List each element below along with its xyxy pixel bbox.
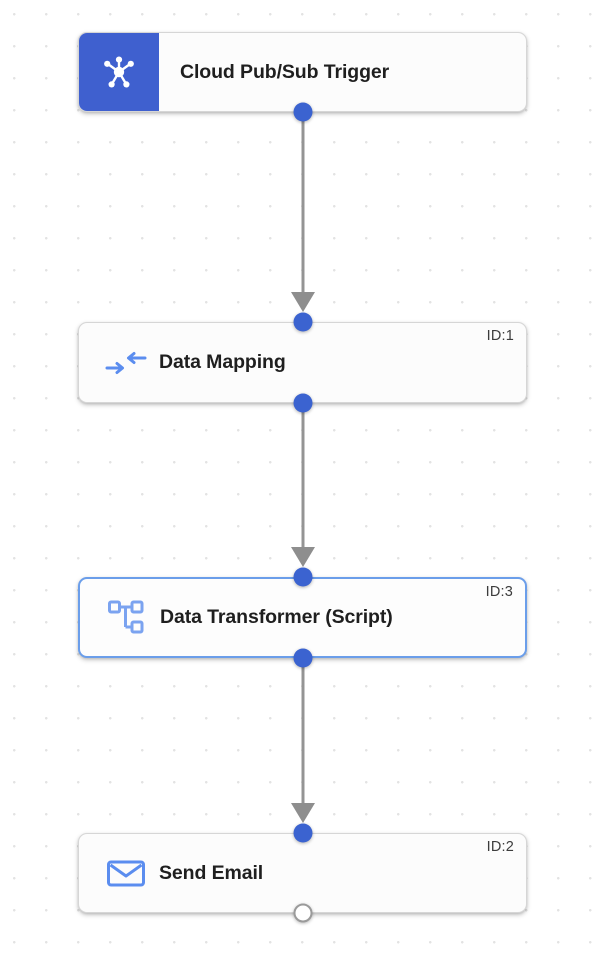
- merge-arrows-icon: [99, 348, 153, 378]
- input-port-data-mapping[interactable]: [293, 312, 313, 332]
- node-data-mapping[interactable]: ID:1 Data Mapping: [78, 322, 527, 403]
- envelope-icon: [99, 857, 153, 889]
- pubsub-hub-icon: [79, 33, 159, 111]
- node-title: Data Transformer (Script): [160, 606, 393, 628]
- input-port-data-transformer-script[interactable]: [293, 567, 313, 587]
- node-id-label: ID:3: [485, 584, 513, 600]
- node-id-label: ID:2: [486, 839, 514, 855]
- output-port-data-transformer-script[interactable]: [293, 648, 313, 668]
- connector-arrowhead-3: [291, 803, 315, 823]
- output-port-send-email[interactable]: [293, 903, 313, 923]
- output-port-cloud-pubsub-trigger[interactable]: [293, 102, 313, 122]
- connector-arrowhead-1: [291, 292, 315, 312]
- node-send-email[interactable]: ID:2 Send Email: [78, 833, 527, 913]
- node-data-transformer-script[interactable]: ID:3 Data Transformer (Script): [78, 577, 527, 658]
- node-title: Cloud Pub/Sub Trigger: [180, 60, 390, 83]
- node-id-label: ID:1: [486, 328, 514, 344]
- node-cloud-pubsub-trigger[interactable]: Cloud Pub/Sub Trigger: [78, 32, 527, 112]
- input-port-send-email[interactable]: [293, 823, 313, 843]
- schema-nodes-icon: [100, 599, 154, 637]
- node-title: Send Email: [159, 861, 264, 884]
- node-title: Data Mapping: [159, 351, 286, 373]
- output-port-data-mapping[interactable]: [293, 393, 313, 413]
- connector-arrowhead-2: [291, 547, 315, 567]
